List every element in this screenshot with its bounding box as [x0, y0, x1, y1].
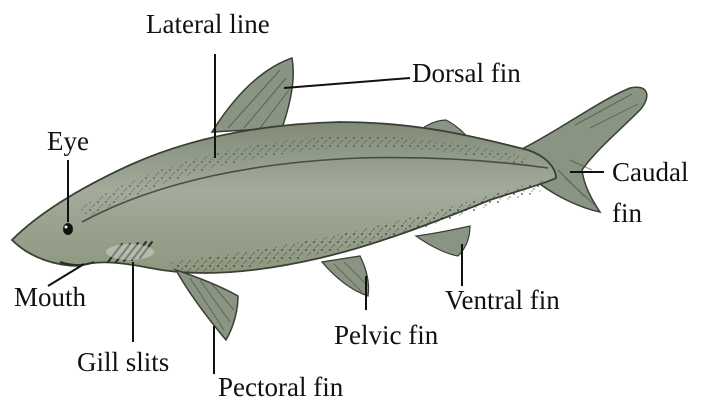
label-dorsal-fin: Dorsal fin: [412, 58, 521, 88]
label-lateral-line: Lateral line: [146, 9, 270, 39]
eye-shape: [63, 223, 73, 235]
pelvic-fin-shape: [322, 256, 369, 296]
dorsal-fin-shape: [212, 58, 293, 132]
gill-slits-highlight: [106, 244, 154, 260]
label-ventral-fin: Ventral fin: [445, 285, 560, 315]
pectoral-fin-shape: [176, 270, 238, 340]
caudal-fin-shape: [520, 87, 647, 212]
label-mouth: Mouth: [14, 282, 86, 312]
label-pectoral-fin: Pectoral fin: [218, 372, 343, 402]
label-caudal-fin-line1: Caudal: [612, 157, 688, 187]
eye-highlight: [65, 226, 68, 229]
dorsal-fin-leader: [284, 78, 410, 88]
label-gill-slits: Gill slits: [77, 347, 169, 377]
label-eye: Eye: [47, 126, 89, 156]
label-pelvic-fin: Pelvic fin: [334, 320, 438, 350]
label-caudal-fin-line2: fin: [612, 198, 642, 228]
